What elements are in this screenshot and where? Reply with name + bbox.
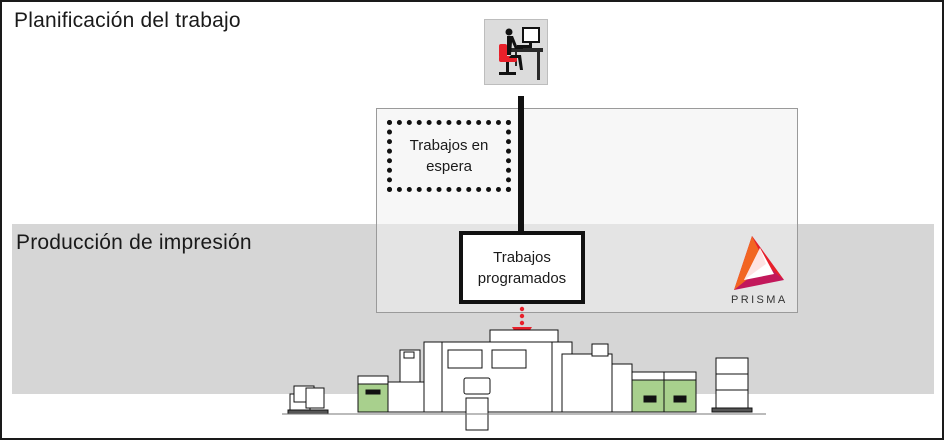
production-printer-icon	[282, 324, 766, 436]
prisma-panel	[376, 108, 798, 313]
prisma-logo-icon	[730, 234, 786, 294]
prisma-wordmark: PRISMA	[731, 294, 788, 306]
planning-section-title: Planificación del trabajo	[14, 9, 241, 32]
workstation-icon[interactable]	[484, 19, 548, 85]
scheduled-jobs-label: Trabajos programados	[477, 248, 567, 287]
connector-line	[518, 96, 524, 233]
scheduled-jobs-box[interactable]: Trabajos programados	[459, 231, 585, 304]
waiting-jobs-box[interactable]: Trabajos en espera	[387, 120, 511, 192]
waiting-jobs-label: Trabajos en espera	[409, 137, 489, 175]
production-section-title: Producción de impresión	[16, 231, 252, 254]
